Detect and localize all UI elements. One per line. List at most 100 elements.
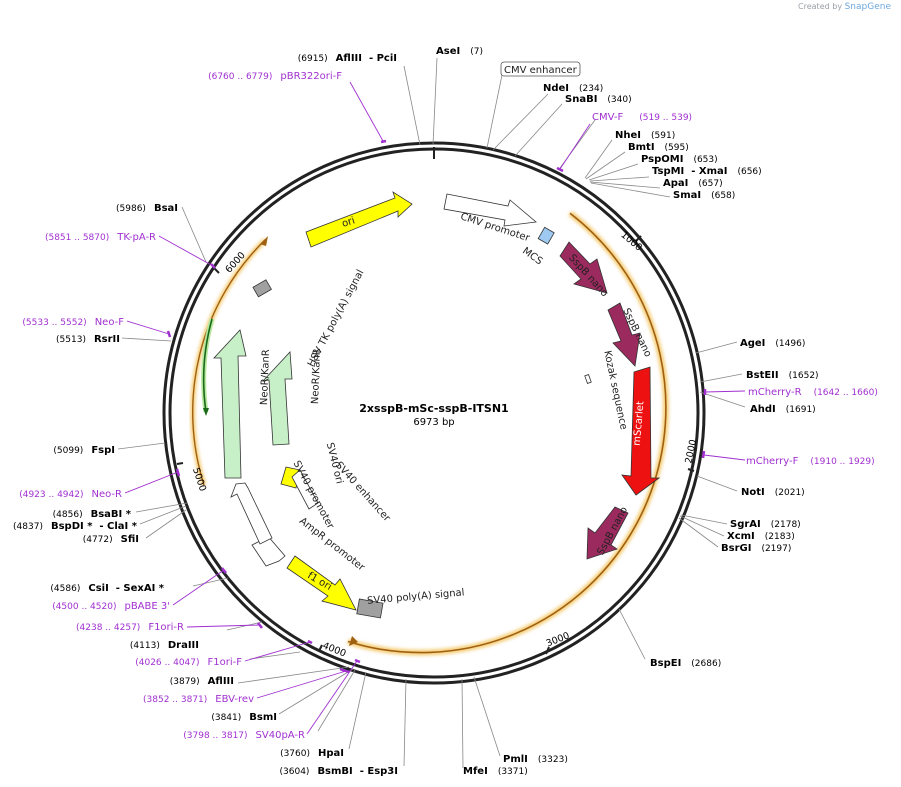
site-tspmi-xmai-pos: (656) — [737, 167, 761, 177]
feature-sspb-1 — [559, 241, 608, 294]
site-rsrii-pos: (5513) — [56, 335, 86, 345]
site-tspmi-xmai: TspMI - XmaI (656) — [652, 166, 762, 177]
site-pspomi-name: PspOMI — [641, 154, 683, 165]
site-bsmi: (3841)BsmI — [211, 712, 277, 723]
orange-arc-insert-head — [349, 636, 358, 646]
site-hpai: (3760)HpaI — [280, 748, 344, 759]
site-tk-pa-r-pos: (5851 .. 5870) — [45, 233, 109, 243]
site-bsteii-pos: (1652) — [789, 371, 819, 381]
site-f1ori-f: (4026 .. 4047)F1ori-F — [135, 657, 242, 668]
site-tk-pa-r: (5851 .. 5870) TK-pA-R — [45, 232, 156, 243]
site-xcmi-pos: (2183) — [765, 532, 795, 542]
feature-hsv-tk-polya — [252, 279, 272, 298]
site-cmv-f: CMV-F(519 .. 539) — [592, 112, 692, 123]
site-pbabe-3: (4500 .. 4520)pBABE 3' — [52, 601, 170, 612]
label-sv40-enhancer: SV40 enhancer — [333, 460, 393, 525]
feature-mcs — [537, 226, 555, 245]
tick-marks — [176, 147, 695, 655]
site-apai-pos: (657) — [698, 179, 722, 189]
site-fspi: (5099) FspI — [53, 445, 115, 456]
site-bmti: BmtI(595) — [628, 142, 689, 153]
backbone-outer — [162, 141, 706, 685]
site-draiii-pos: (4113) — [130, 641, 160, 651]
site-bspei: BspEI(2686) — [650, 658, 721, 669]
site-tk-pa-r-name: TK-pA-R — [116, 232, 156, 243]
label-kozak: Kozak sequence — [601, 350, 629, 431]
features — [213, 191, 661, 619]
site-noti: NotI(2021) — [741, 487, 805, 498]
site-f1ori-f-pos: (4026 .. 4047) — [135, 658, 199, 668]
site-bsai: (5986)BsaI — [116, 203, 178, 214]
site-asei: AseI(7) — [436, 46, 483, 57]
site-bsrgi-pos: (2197) — [761, 544, 791, 554]
site-pspomi: PspOMI(653) — [641, 154, 718, 165]
site-ebv-rev-pos: (3852 .. 3871) — [143, 695, 207, 705]
site-sv40pa-r-pos: (3798 .. 3817) — [183, 731, 247, 741]
site-draiii-name: DraIII — [168, 640, 199, 651]
label-mscarlet: mScarlet — [632, 401, 647, 447]
site-hpai-name: HpaI — [318, 748, 344, 759]
site-nhei-name: NheI — [615, 130, 641, 141]
site-fspi-name: FspI — [91, 445, 115, 456]
site-pbr322ori-f-pos: (6760 .. 6779) — [208, 72, 272, 82]
feature-mscarlet — [621, 366, 661, 496]
feature-sspb-3 — [586, 506, 629, 560]
site-mfei-name: MfeI — [463, 766, 488, 777]
site-ebv-rev-name: EBV-rev — [215, 694, 254, 705]
site-fspi-pos: (5099) — [53, 446, 83, 456]
site-bsmbi-esp3i-name: BsmBI - Esp3I — [317, 766, 398, 777]
site-bmti-pos: (595) — [665, 143, 689, 153]
site-cmv-f-pos: (519 .. 539) — [639, 113, 692, 123]
site-rsrii-name: RsrII — [94, 334, 120, 345]
site-bsmi-name: BsmI — [249, 712, 277, 723]
site-afliii-pcii: (6915)AflIII - PciI — [298, 53, 397, 64]
site-neo-f-pos: (5533 .. 5552) — [22, 318, 86, 328]
site-csii-sexai-pos: (4586) — [50, 584, 80, 594]
site-afliii-pcii-name: AflIII - PciI — [336, 53, 397, 64]
site-afliii-2: (3879)AflIII — [170, 676, 234, 687]
site-neo-r-name: Neo-R — [92, 489, 123, 500]
site-agei: AgeI (1496) — [740, 338, 805, 349]
site-snabi-pos: (340) — [607, 95, 631, 105]
site-agei-name: AgeI — [740, 338, 765, 349]
feature-f1-ori — [286, 555, 357, 611]
site-xcmi: XcmI (2183) — [727, 531, 795, 542]
site-sgrai-pos: (2178) — [771, 520, 801, 530]
label-mcs: MCS — [520, 246, 544, 268]
site-tspmi-xmai-name: TspMI - XmaI — [652, 166, 727, 177]
label-sspb-1: SspB nano — [566, 253, 610, 300]
site-mcherry-f-pos: (1910 .. 1929) — [810, 457, 874, 467]
site-bsabi-name: BsaBI * — [91, 509, 132, 520]
site-mcherry-f: mCherry-F (1910 .. 1929) — [746, 456, 875, 467]
orange-arc-insert — [347, 210, 669, 656]
feature-kozak — [584, 374, 592, 384]
site-pbr322ori-f: (6760 .. 6779) pBR322ori-F — [208, 71, 342, 82]
feature-sv40-enhancer — [291, 469, 319, 510]
site-rsrii: (5513) RsrII — [56, 334, 120, 345]
site-apai: ApaI (657) — [663, 178, 723, 189]
site-pmli: PmlI(3323) — [503, 754, 568, 765]
leader-lines — [117, 57, 746, 769]
feature-sspb-2 — [607, 302, 641, 367]
site-bspdi-clai-name: BspDI * - ClaI * — [51, 521, 138, 532]
label-hsv-tk-polya: HSV TK poly(A) signal — [306, 268, 367, 369]
site-f1ori-r-name: F1ori-R — [148, 622, 184, 633]
site-asei-name: AseI — [436, 46, 460, 57]
site-draiii: (4113) DraIII — [130, 640, 199, 651]
site-pbabe-3-pos: (4500 .. 4520) — [52, 602, 116, 612]
site-cmv-enhancer: CMV enhancer — [504, 65, 578, 76]
site-ndei: NdeI(234) — [543, 83, 603, 94]
site-agei-pos: (1496) — [775, 339, 805, 349]
site-bsai-name: BsaI — [154, 203, 178, 214]
site-pbr322ori-f-name: pBR322ori-F — [280, 71, 342, 82]
site-bsabi-pos: (4856) — [53, 510, 83, 520]
site-mcherry-f-name: mCherry-F — [746, 456, 799, 467]
site-sfii-name: SfiI — [121, 534, 139, 545]
site-sgrai: SgrAI (2178) — [730, 519, 801, 530]
site-ndei-pos: (234) — [579, 84, 603, 94]
site-xcmi-name: XcmI — [727, 531, 755, 542]
feature-sv40-polya — [356, 598, 384, 619]
site-noti-name: NotI — [741, 487, 765, 498]
site-sgrai-name: SgrAI — [730, 519, 761, 530]
site-apai-name: ApaI — [663, 178, 688, 189]
